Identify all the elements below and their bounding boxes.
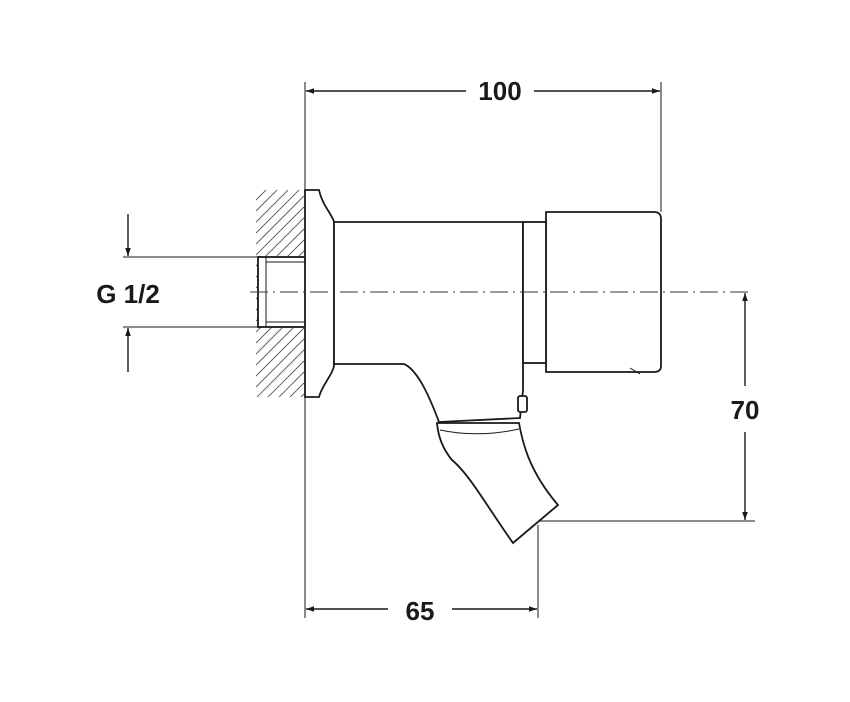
dimension-spout-height: 70 (540, 293, 760, 522)
hatch-line (256, 190, 300, 234)
valve-body (333, 221, 524, 423)
spout-height-label: 70 (731, 395, 760, 425)
hatch-line (256, 438, 304, 486)
hatch-line (256, 327, 304, 377)
thread-label: G 1/2 (96, 279, 160, 309)
hatch-line (256, 349, 304, 397)
hatch-line (289, 382, 304, 397)
hatch-line (256, 416, 304, 464)
dimension-spout-offset: 65 (304, 397, 539, 626)
hatch-line (256, 195, 304, 245)
outlet-spout (436, 422, 560, 545)
overall-length-label: 100 (478, 76, 521, 106)
hatch-line (256, 206, 304, 256)
side-pin (517, 395, 528, 413)
wall-flange (304, 189, 335, 398)
hatch-line (256, 141, 304, 189)
hatch-line (256, 190, 278, 212)
hatch-line (300, 393, 304, 397)
dimension-overall-length: 100 (304, 76, 662, 212)
hatch-line (256, 130, 304, 178)
hatch-line (256, 449, 304, 497)
dimension-thread: G 1/2 (96, 214, 258, 372)
hatch-line (256, 427, 304, 475)
hatch-line (256, 338, 304, 388)
hatch-line (256, 190, 267, 201)
hatch-line (256, 190, 289, 223)
hatch-line (278, 371, 304, 397)
hatch-line (267, 360, 304, 397)
spout-offset-label: 65 (406, 596, 435, 626)
hatch-line (256, 405, 304, 453)
cap-collar (522, 221, 547, 364)
